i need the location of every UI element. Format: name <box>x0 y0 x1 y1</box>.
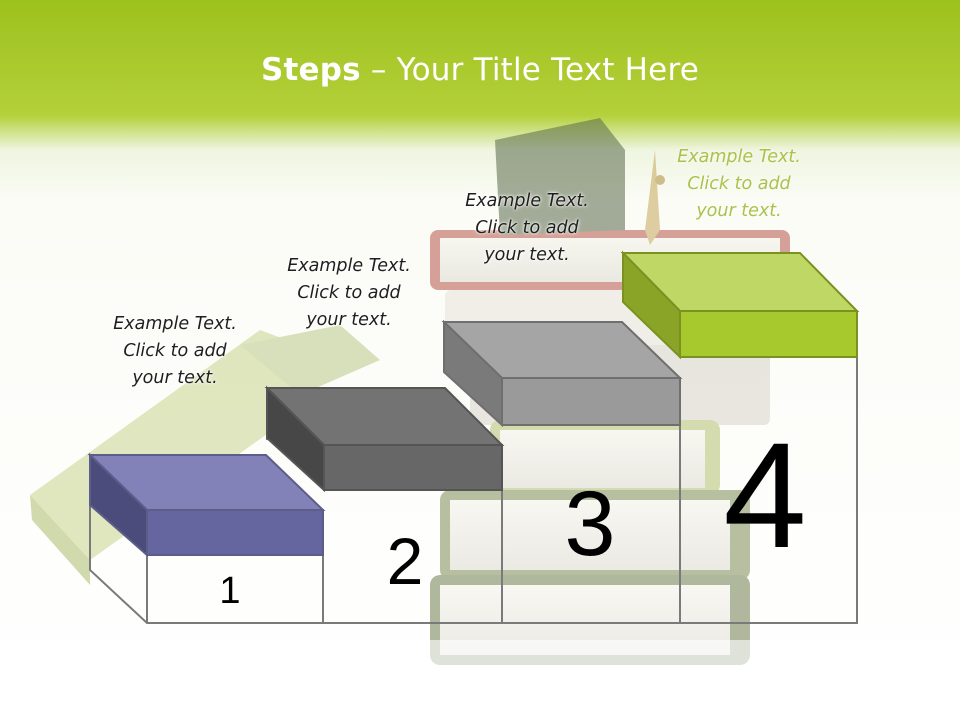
step-block-1[interactable] <box>87 452 326 558</box>
step-3-text[interactable]: Example Text. Click to add your text. <box>432 188 622 269</box>
step-3-line-1: Example Text. <box>465 191 589 211</box>
step-1-line-1: Example Text. <box>113 314 237 334</box>
slide-title: Steps – Your Title Text Here <box>0 52 960 88</box>
title-rest: – Your Title Text Here <box>360 52 699 88</box>
step-block-3[interactable] <box>441 319 683 428</box>
step-1-line-2: Click to add <box>123 341 227 361</box>
step-number-3: 3 <box>564 473 616 575</box>
step-outlines <box>89 357 858 624</box>
step-1-line-3: your text. <box>132 368 218 388</box>
step-4-text[interactable]: Example Text. Click to add your text. <box>644 144 834 225</box>
step-4-line-2: Click to add <box>687 174 791 194</box>
step-2-line-2: Click to add <box>297 283 401 303</box>
step-4-line-1: Example Text. <box>677 147 801 167</box>
step-3-line-3: your text. <box>484 245 570 265</box>
step-4-line-3: your text. <box>696 201 782 221</box>
step-2-text[interactable]: Example Text. Click to add your text. <box>254 253 444 334</box>
step-3-line-2: Click to add <box>475 218 579 238</box>
title-strong: Steps <box>260 52 361 88</box>
step-number-1: 1 <box>219 570 241 612</box>
step-2-line-3: your text. <box>306 310 392 330</box>
step-block-2[interactable] <box>264 385 505 493</box>
step-block-4[interactable] <box>620 250 860 360</box>
step-1-text[interactable]: Example Text. Click to add your text. <box>80 311 270 392</box>
step-2-line-1: Example Text. <box>287 256 411 276</box>
step-number-2: 2 <box>386 524 424 598</box>
step-number-4: 4 <box>723 411 807 579</box>
